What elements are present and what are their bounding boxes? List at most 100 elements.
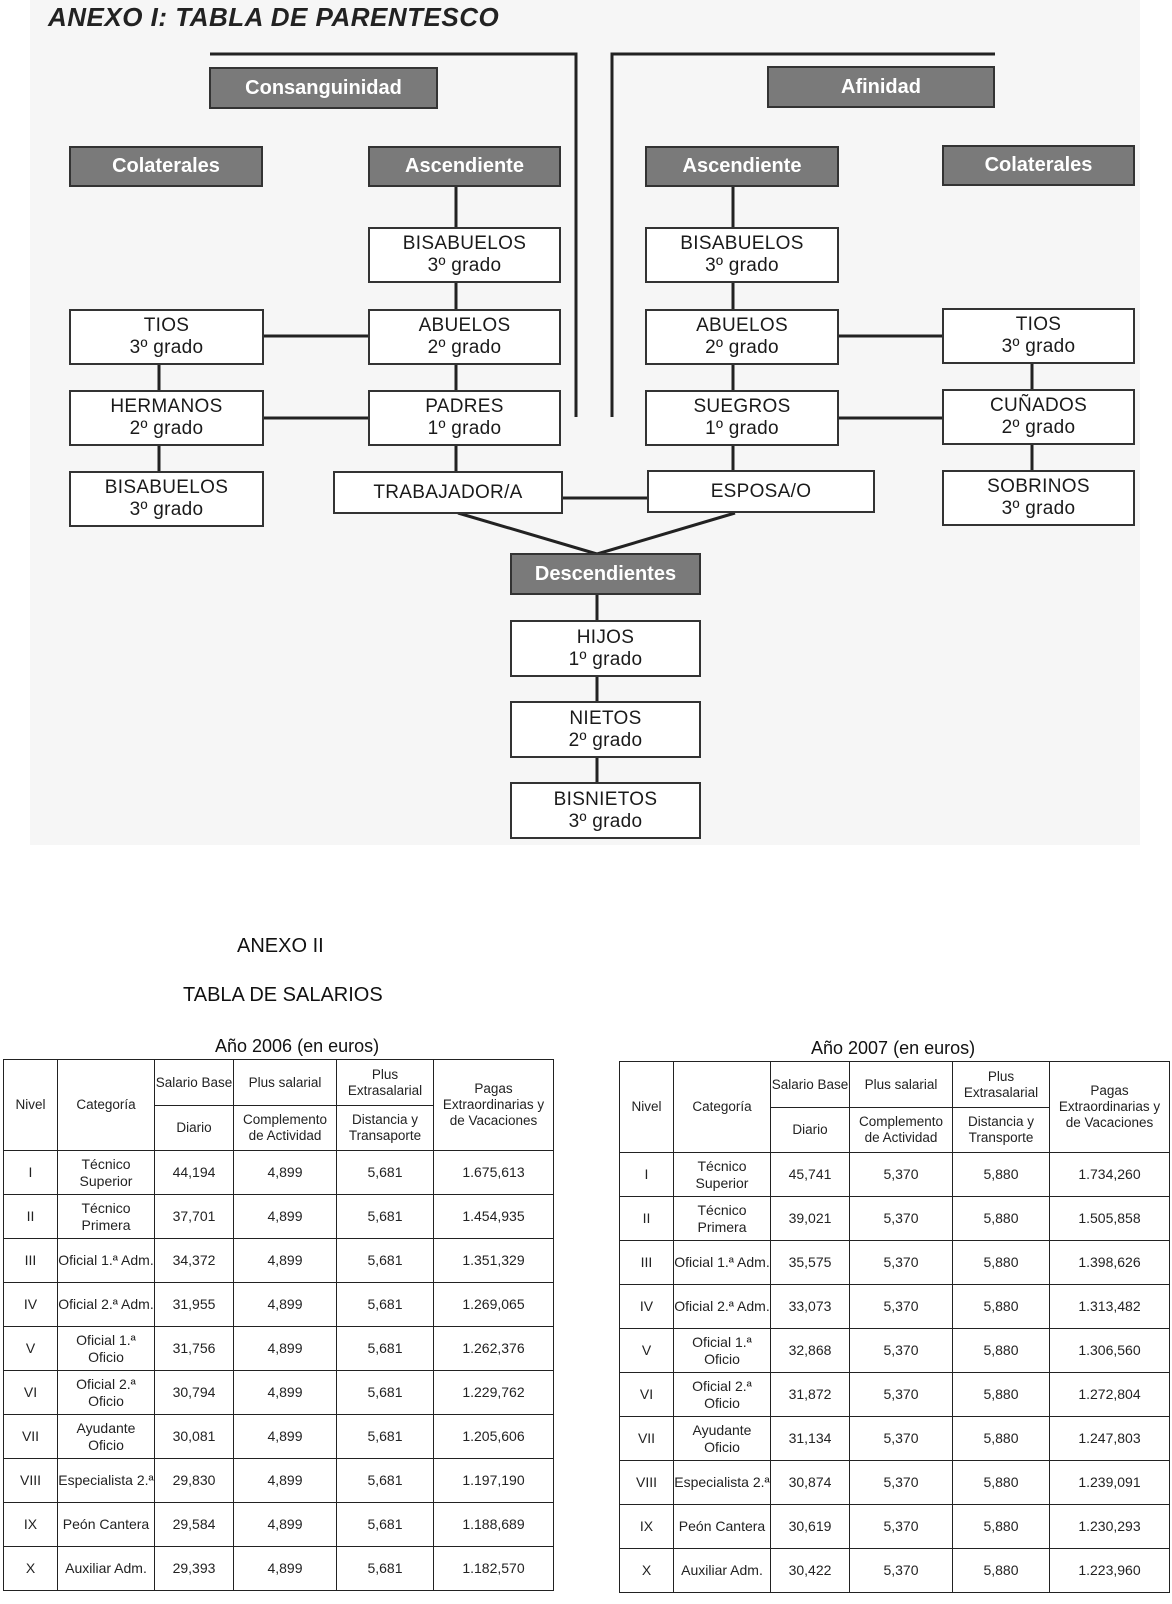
cell-categoria: Técnico Superior bbox=[57, 1150, 155, 1195]
header-plus-extrasalarial: Plus Extrasalarial bbox=[952, 1061, 1050, 1108]
cell-pagas: 1.505,858 bbox=[1049, 1196, 1170, 1241]
kin-name: NIETOS bbox=[569, 707, 642, 729]
cell-distancia: 5,880 bbox=[952, 1240, 1050, 1285]
cell-categoria: Especialista 2.ª bbox=[673, 1460, 771, 1505]
kin-grade: 2º grado bbox=[427, 337, 502, 358]
cell-complemento: 4,899 bbox=[233, 1194, 337, 1239]
cell-nivel: I bbox=[619, 1152, 674, 1197]
cell-distancia: 5,681 bbox=[336, 1546, 434, 1591]
cell-categoria: Oficial 1.ª Oficio bbox=[673, 1328, 771, 1373]
kin-box-bisabuelos-colateral: BISABUELOS 3º grado bbox=[69, 471, 264, 527]
cell-complemento: 4,899 bbox=[233, 1326, 337, 1371]
cell-diario: 32,868 bbox=[770, 1328, 850, 1373]
cell-distancia: 5,681 bbox=[336, 1282, 434, 1327]
cell-nivel: VI bbox=[619, 1372, 674, 1417]
kin-grade: 1º grado bbox=[705, 418, 779, 439]
cell-nivel: VI bbox=[3, 1370, 58, 1415]
cell-complemento: 5,370 bbox=[849, 1284, 953, 1329]
header-salario-base: Salario Base bbox=[770, 1061, 850, 1108]
cell-pagas: 1.197,190 bbox=[433, 1458, 554, 1503]
cell-distancia: 5,681 bbox=[336, 1238, 434, 1283]
cell-complemento: 4,899 bbox=[233, 1458, 337, 1503]
cell-categoria: Oficial 2.ª Adm. bbox=[57, 1282, 155, 1327]
header-categoria: Categoría bbox=[57, 1059, 155, 1151]
kin-grade: 1º grado bbox=[568, 648, 643, 670]
cell-nivel: IX bbox=[3, 1502, 58, 1547]
cell-pagas: 1.675,613 bbox=[433, 1150, 554, 1195]
cell-categoria: Peón Cantera bbox=[673, 1504, 771, 1549]
salary-table-2007: Nivel Categoría Salario Base Plus salari… bbox=[619, 1061, 1170, 1593]
kinship-diagram: ANEXO I: TABLA DE PARENTESCO bbox=[48, 2, 1135, 839]
cell-nivel: VII bbox=[3, 1414, 58, 1459]
header-consanguinidad: Consanguinidad bbox=[209, 67, 438, 109]
kin-grade: 2º grado bbox=[129, 418, 204, 439]
header-afinidad: Afinidad bbox=[767, 66, 995, 108]
cell-nivel: V bbox=[619, 1328, 674, 1373]
kin-name: HIJOS bbox=[576, 626, 635, 648]
cell-pagas: 1.269,065 bbox=[433, 1282, 554, 1327]
cell-nivel: X bbox=[619, 1548, 674, 1593]
cell-categoria: Ayudante Oficio bbox=[57, 1414, 155, 1459]
cell-nivel: III bbox=[619, 1240, 674, 1285]
cell-categoria: Técnico Superior bbox=[673, 1152, 771, 1197]
header-pagas: Pagas Extraordinarias y de Vacaciones bbox=[1049, 1061, 1170, 1153]
cell-diario: 30,081 bbox=[154, 1414, 234, 1459]
cell-complemento: 5,370 bbox=[849, 1548, 953, 1593]
cell-diario: 30,619 bbox=[770, 1504, 850, 1549]
cell-nivel: II bbox=[3, 1194, 58, 1239]
cell-diario: 30,794 bbox=[154, 1370, 234, 1415]
kin-name: PADRES bbox=[425, 396, 504, 417]
cell-categoria: Auxiliar Adm. bbox=[673, 1548, 771, 1593]
cell-pagas: 1.223,960 bbox=[1049, 1548, 1170, 1593]
cell-distancia: 5,880 bbox=[952, 1284, 1050, 1329]
cell-categoria: Peón Cantera bbox=[57, 1502, 155, 1547]
kin-box-trabajador: TRABAJADOR/A bbox=[333, 471, 563, 514]
header-plus-salarial: Plus salarial bbox=[849, 1061, 953, 1108]
annex2-label: ANEXO II bbox=[237, 935, 324, 957]
header-ascendiente-left: Ascendiente bbox=[368, 146, 561, 187]
cell-categoria: Técnico Primera bbox=[57, 1194, 155, 1239]
kin-name: TIOS bbox=[143, 315, 190, 336]
cell-diario: 29,830 bbox=[154, 1458, 234, 1503]
cell-pagas: 1.182,570 bbox=[433, 1546, 554, 1591]
kin-box-suegros: SUEGROS 1º grado bbox=[645, 390, 839, 446]
kin-name: CUÑADOS bbox=[989, 395, 1088, 416]
header-distancia: Distancia y Transaporte bbox=[336, 1105, 434, 1151]
kin-name: HERMANOS bbox=[110, 396, 223, 417]
cell-pagas: 1.734,260 bbox=[1049, 1152, 1170, 1197]
header-salario-base: Salario Base bbox=[154, 1059, 234, 1106]
header-colaterales-right: Colaterales bbox=[942, 145, 1135, 186]
cell-pagas: 1.398,626 bbox=[1049, 1240, 1170, 1285]
header-ascendiente-right: Ascendiente bbox=[645, 146, 839, 187]
kin-name: SUEGROS bbox=[693, 396, 791, 417]
cell-distancia: 5,880 bbox=[952, 1504, 1050, 1549]
kin-name: SOBRINOS bbox=[987, 476, 1090, 497]
cell-complemento: 5,370 bbox=[849, 1460, 953, 1505]
kin-grade: 1º grado bbox=[427, 418, 502, 439]
connector-lines bbox=[157, 52, 1034, 783]
cell-pagas: 1.272,804 bbox=[1049, 1372, 1170, 1417]
cell-distancia: 5,681 bbox=[336, 1326, 434, 1371]
kin-grade: 3º grado bbox=[129, 337, 204, 358]
cell-diario: 44,194 bbox=[154, 1150, 234, 1195]
cell-categoria: Ayudante Oficio bbox=[673, 1416, 771, 1461]
cell-pagas: 1.247,803 bbox=[1049, 1416, 1170, 1461]
cell-categoria: Oficial 2.ª Oficio bbox=[57, 1370, 155, 1415]
kin-box-tios-right: TIOS 3º grado bbox=[942, 308, 1135, 364]
cell-distancia: 5,880 bbox=[952, 1372, 1050, 1417]
cell-nivel: VII bbox=[619, 1416, 674, 1461]
cell-diario: 31,872 bbox=[770, 1372, 850, 1417]
cell-categoria: Especialista 2.ª bbox=[57, 1458, 155, 1503]
cell-diario: 45,741 bbox=[770, 1152, 850, 1197]
table-2006-caption: Año 2006 (en euros) bbox=[215, 1036, 380, 1056]
kin-box-padres: PADRES 1º grado bbox=[368, 390, 561, 446]
cell-complemento: 5,370 bbox=[849, 1416, 953, 1461]
cell-diario: 29,584 bbox=[154, 1502, 234, 1547]
cell-pagas: 1.306,560 bbox=[1049, 1328, 1170, 1373]
